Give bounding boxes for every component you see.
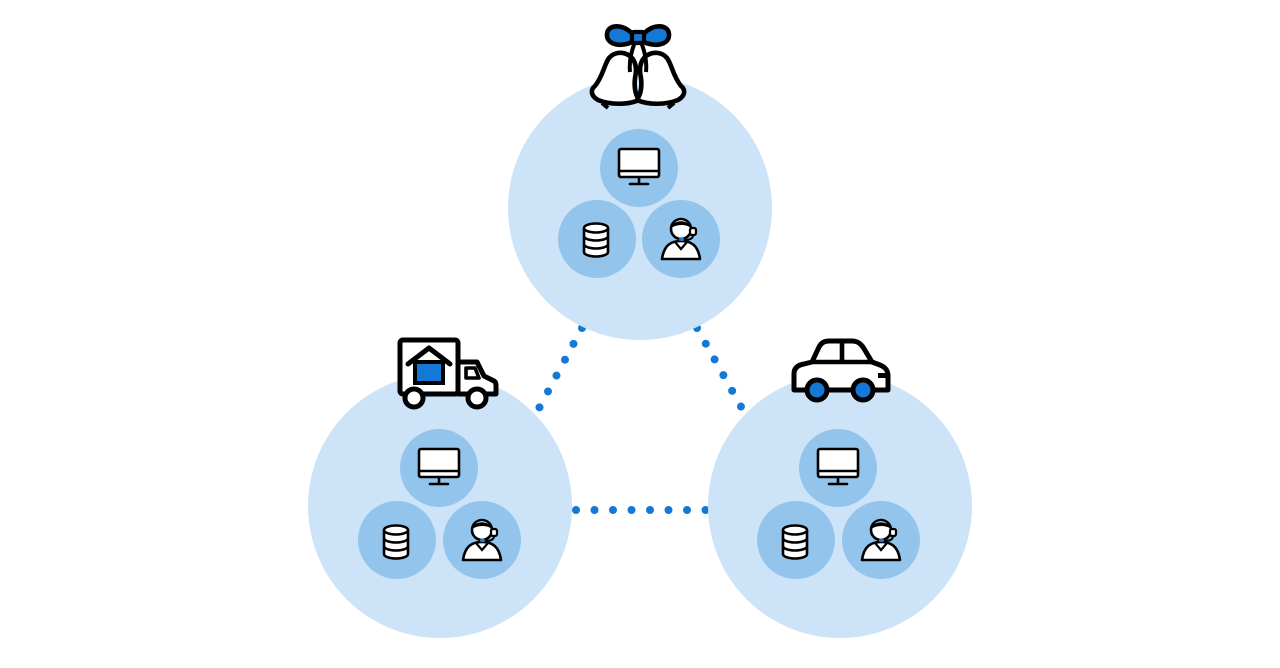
group-left — [308, 340, 572, 638]
node-support-agent — [842, 501, 920, 579]
node-monitor — [400, 429, 478, 507]
connectors — [533, 324, 748, 514]
connector-top-right — [693, 324, 748, 416]
database-icon — [781, 524, 809, 560]
group-circle — [508, 76, 772, 340]
node-monitor — [799, 429, 877, 507]
database-icon — [582, 222, 610, 258]
car-icon — [794, 341, 888, 400]
node-support-agent — [443, 501, 521, 579]
node-database — [358, 501, 436, 579]
node-monitor — [600, 129, 678, 207]
node-support-agent — [642, 200, 720, 278]
group-right — [708, 341, 972, 638]
wedding-bells-icon — [592, 26, 684, 108]
node-database — [558, 200, 636, 278]
connector-top-left — [533, 324, 586, 416]
database-icon — [382, 524, 410, 560]
node-database — [757, 501, 835, 579]
group-top — [508, 26, 772, 340]
